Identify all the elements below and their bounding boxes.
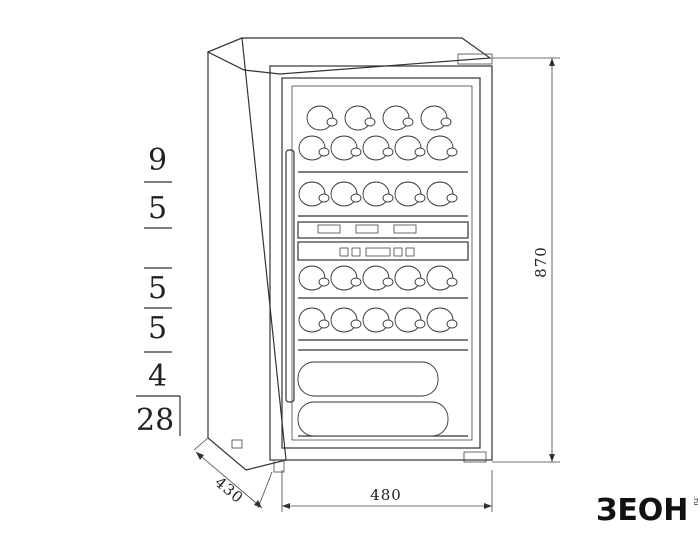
bottle-neck-4 [440, 117, 452, 127]
height-dimension: 870 [492, 57, 560, 463]
depth-dim-line [195, 451, 263, 509]
bottle-neck-19 [446, 277, 458, 287]
bottle-neck-21 [350, 319, 362, 329]
logo-wordmark: ЗЕОН [596, 493, 688, 528]
bottle-neck-6 [350, 147, 362, 157]
shelf-count-1: 9 [148, 143, 167, 178]
bottle-neck-10 [318, 193, 330, 203]
bottle-base-4 [420, 105, 448, 131]
width-dimension: 480 [281, 470, 493, 512]
bottle-base-13 [394, 181, 422, 207]
cabinet [206, 37, 493, 473]
shelf-capacity-labels: 9 5 5 5 4 28 [136, 143, 181, 438]
total-bottle-count: 28 [136, 403, 174, 438]
bottle-base-16 [330, 265, 358, 291]
depth-ext-front [257, 471, 273, 509]
bottle-base-11 [330, 181, 358, 207]
bottle-base-7 [362, 135, 390, 161]
bottle-neck-22 [382, 319, 394, 329]
bottle-base-14 [426, 181, 454, 207]
control-button-3 [393, 247, 403, 257]
door-glass-inner [291, 85, 473, 441]
vent-slot-3 [393, 224, 417, 234]
vent-slot-2 [355, 224, 379, 234]
width-arrow-left [282, 503, 290, 509]
logo-domain-suffix: .ru [692, 496, 700, 506]
bottle-base-8 [394, 135, 422, 161]
bottle-base-20 [298, 307, 326, 333]
bottle-neck-1 [326, 117, 338, 127]
bottle-base-24 [426, 307, 454, 333]
cabinet-side-panel [207, 37, 287, 471]
bottle-base-17 [362, 265, 390, 291]
bottle-neck-12 [382, 193, 394, 203]
bottle-base-18 [394, 265, 422, 291]
temperature-display [365, 247, 391, 257]
top-hinge [457, 53, 493, 65]
bottle-base-21 [330, 307, 358, 333]
bottle-base-6 [330, 135, 358, 161]
lying-bottle-1 [297, 361, 439, 397]
front-foot-left [273, 459, 285, 473]
bottle-neck-9 [446, 147, 458, 157]
bottle-base-22 [362, 307, 390, 333]
depth-arrow-back [196, 452, 204, 460]
bottle-base-5 [298, 135, 326, 161]
height-arrow-top [549, 58, 555, 66]
height-value: 870 [532, 246, 550, 278]
bottle-neck-24 [446, 319, 458, 329]
door-frame-outer [269, 65, 493, 461]
bottle-neck-5 [318, 147, 330, 157]
width-value: 480 [370, 486, 402, 504]
bottle-neck-16 [350, 277, 362, 287]
rear-foot [231, 439, 243, 449]
bottle-neck-8 [414, 147, 426, 157]
bottle-neck-20 [318, 319, 330, 329]
bottle-base-23 [394, 307, 422, 333]
front-foot-right [463, 451, 487, 463]
cabinet-top-panel [206, 37, 492, 75]
depth-ext-back [193, 437, 209, 451]
bottle-neck-14 [446, 193, 458, 203]
bottle-base-9 [426, 135, 454, 161]
bottle-base-2 [344, 105, 372, 131]
bottle-base-3 [382, 105, 410, 131]
width-arrow-right [484, 503, 492, 509]
bottle-neck-3 [402, 117, 414, 127]
bottle-neck-23 [414, 319, 426, 329]
brand-logo: ЗЕОН .ru [596, 493, 700, 528]
bottle-neck-15 [318, 277, 330, 287]
shelf-count-4: 5 [148, 311, 167, 346]
bottle-neck-11 [350, 193, 362, 203]
depth-dimension: 430 [193, 437, 273, 509]
door-handle [285, 149, 295, 403]
bottle-neck-18 [414, 277, 426, 287]
bottle-neck-13 [414, 193, 426, 203]
door-glass [281, 77, 481, 449]
shelf-count-5: 4 [148, 359, 167, 394]
divider-vent [297, 221, 469, 239]
control-panel [297, 221, 469, 261]
bottle-base-1 [306, 105, 334, 131]
control-button-4 [405, 247, 415, 257]
bottles [297, 105, 458, 437]
depth-arrow-front [254, 500, 262, 508]
control-strip [297, 241, 469, 261]
bottle-base-12 [362, 181, 390, 207]
control-button-1 [339, 247, 349, 257]
bottle-base-19 [426, 265, 454, 291]
shelf-count-3: 5 [148, 271, 167, 306]
bottle-neck-17 [382, 277, 394, 287]
bottle-base-10 [298, 181, 326, 207]
control-button-2 [351, 247, 361, 257]
height-arrow-bottom [549, 454, 555, 462]
bottle-base-15 [298, 265, 326, 291]
vent-slot-1 [317, 224, 341, 234]
lying-bottle-2 [297, 401, 449, 437]
bottle-neck-2 [364, 117, 376, 127]
shelf-count-2: 5 [148, 191, 167, 226]
bottle-neck-7 [382, 147, 394, 157]
depth-value: 430 [211, 473, 247, 507]
